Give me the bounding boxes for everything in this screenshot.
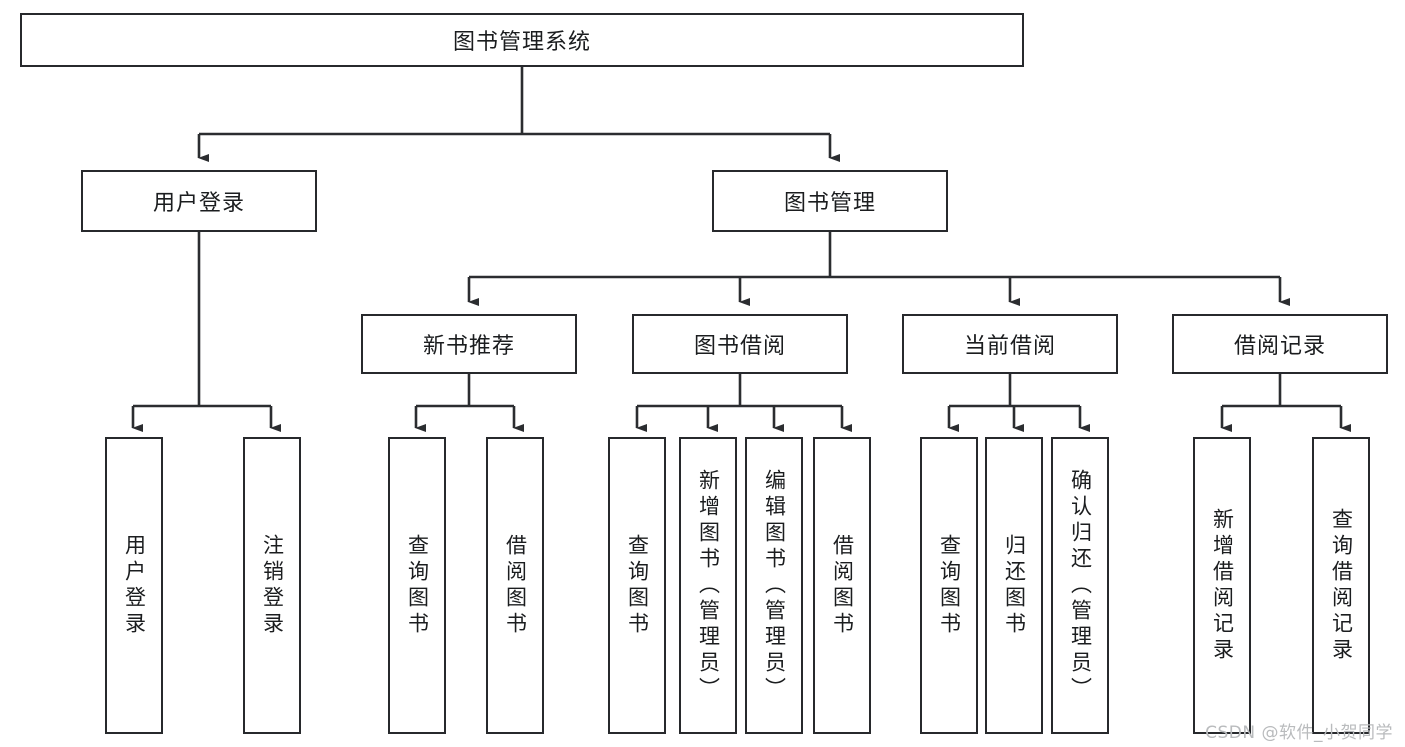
- node-leaf-query-book-3[interactable]: 查询图书: [920, 437, 978, 734]
- csdn-watermark: CSDN @软件_小贺同学: [1205, 723, 1393, 743]
- node-current-borrow[interactable]: 当前借阅: [902, 314, 1118, 374]
- node-new-book-rec[interactable]: 新书推荐: [361, 314, 577, 374]
- node-leaf-query-book-2[interactable]: 查询图书: [608, 437, 666, 734]
- node-book-manage[interactable]: 图书管理: [712, 170, 948, 232]
- node-user-login-label: 用户登录: [152, 191, 245, 216]
- node-current-borrow-label: 当前借阅: [963, 334, 1056, 359]
- node-leaf-add-record[interactable]: 新增借阅记录: [1193, 437, 1251, 734]
- node-leaf-add-book-label: 新增图书（管理员）: [696, 468, 721, 703]
- node-leaf-edit-book[interactable]: 编辑图书（管理员）: [745, 437, 803, 734]
- node-leaf-query-record-label: 查询借阅记录: [1329, 507, 1354, 664]
- node-book-borrow[interactable]: 图书借阅: [632, 314, 848, 374]
- node-leaf-borrow-book-1-label: 借阅图书: [503, 533, 528, 638]
- node-leaf-add-record-label: 新增借阅记录: [1210, 507, 1235, 664]
- node-leaf-logout-label: 注销登录: [260, 533, 285, 638]
- node-leaf-return-book-label: 归还图书: [1002, 533, 1027, 638]
- node-root[interactable]: 图书管理系统: [20, 13, 1024, 67]
- node-leaf-logout[interactable]: 注销登录: [243, 437, 301, 734]
- node-leaf-edit-book-label: 编辑图书（管理员）: [762, 468, 787, 703]
- node-leaf-borrow-book-2-label: 借阅图书: [830, 533, 855, 638]
- node-leaf-borrow-book-1[interactable]: 借阅图书: [486, 437, 544, 734]
- node-book-borrow-label: 图书借阅: [693, 334, 786, 359]
- node-leaf-query-book-1[interactable]: 查询图书: [388, 437, 446, 734]
- node-leaf-query-book-2-label: 查询图书: [625, 533, 650, 638]
- node-borrow-record[interactable]: 借阅记录: [1172, 314, 1388, 374]
- node-leaf-user-login-label: 用户登录: [122, 533, 147, 638]
- node-leaf-query-book-1-label: 查询图书: [405, 533, 430, 638]
- node-leaf-confirm-return-label: 确认归还（管理员）: [1068, 468, 1093, 703]
- node-user-login[interactable]: 用户登录: [81, 170, 317, 232]
- node-leaf-confirm-return[interactable]: 确认归还（管理员）: [1051, 437, 1109, 734]
- node-root-label: 图书管理系统: [452, 30, 591, 55]
- node-leaf-query-record[interactable]: 查询借阅记录: [1312, 437, 1370, 734]
- node-leaf-add-book[interactable]: 新增图书（管理员）: [679, 437, 737, 734]
- node-leaf-user-login[interactable]: 用户登录: [105, 437, 163, 734]
- node-new-book-rec-label: 新书推荐: [422, 334, 515, 359]
- node-leaf-borrow-book-2[interactable]: 借阅图书: [813, 437, 871, 734]
- node-leaf-query-book-3-label: 查询图书: [937, 533, 962, 638]
- node-borrow-record-label: 借阅记录: [1233, 334, 1326, 359]
- node-book-manage-label: 图书管理: [783, 191, 876, 216]
- node-leaf-return-book[interactable]: 归还图书: [985, 437, 1043, 734]
